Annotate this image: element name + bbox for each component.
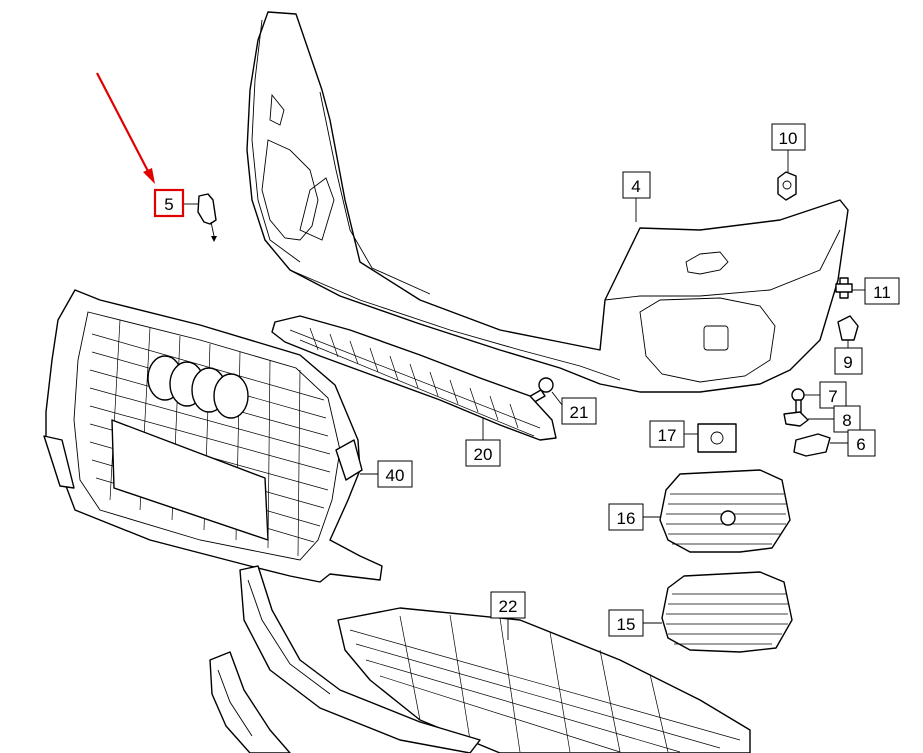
callout-21: 21	[561, 397, 597, 425]
highlight-arrow	[96, 72, 155, 184]
callout-40: 40	[377, 460, 413, 488]
callout-9: 9	[834, 347, 863, 375]
callout-label: 9	[843, 353, 852, 372]
callout-4: 4	[622, 171, 651, 199]
part-8-nut-clip	[783, 411, 834, 427]
callout-label: 4	[631, 177, 640, 196]
part-17-bracket-plate	[684, 423, 737, 453]
callout-label: 6	[856, 435, 865, 454]
callout-label: 40	[386, 466, 405, 485]
part-10-clip	[777, 150, 797, 201]
callout-10: 10	[771, 123, 806, 151]
callout-label: 15	[617, 615, 636, 634]
part-40-main-grille	[43, 289, 383, 583]
lower-spoiler-trim	[209, 565, 481, 753]
callout-5: 5	[153, 188, 185, 218]
callout-label: 11	[873, 283, 891, 302]
callout-16: 16	[608, 503, 644, 531]
part-4-bumper-cover	[246, 11, 849, 393]
callout-label: 8	[842, 411, 851, 430]
callout-label: 7	[828, 387, 837, 406]
rings-logo	[147, 355, 249, 419]
part-7-screw	[791, 388, 820, 415]
part-20-lower-grille-strip	[271, 315, 557, 441]
callout-22: 22	[490, 591, 526, 619]
callout-label: 17	[658, 426, 677, 445]
part-5-cover-cap	[183, 193, 217, 242]
part-16-fog-grille	[642, 469, 791, 553]
callout-20: 20	[465, 439, 501, 467]
callout-label: 16	[617, 509, 636, 528]
callout-15: 15	[608, 609, 644, 637]
callout-6: 6	[847, 429, 876, 457]
part-6-tow-cover	[793, 433, 848, 457]
callout-11: 11	[864, 277, 900, 305]
callout-17: 17	[649, 420, 685, 448]
part-15-fog-grille	[642, 571, 793, 653]
callout-label: 20	[474, 445, 493, 464]
callout-8: 8	[833, 405, 861, 433]
callout-label: 5	[164, 195, 173, 214]
part-11-bolt	[835, 277, 865, 299]
callout-label: 21	[570, 403, 589, 422]
part-9-bracket	[837, 315, 859, 350]
callout-7: 7	[819, 381, 847, 409]
callout-label: 22	[499, 597, 518, 616]
callout-label: 10	[779, 129, 798, 148]
